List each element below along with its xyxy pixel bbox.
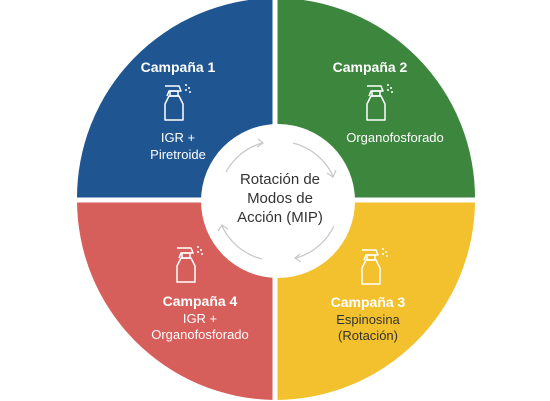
campaign-4-line1: IGR + bbox=[182, 311, 218, 326]
campaign-4-title: Campaña 4 bbox=[162, 293, 238, 309]
campaign-3-line1: Espinosina bbox=[336, 312, 400, 327]
arrow-head-3 bbox=[293, 253, 302, 263]
rotation-arrow-4 bbox=[221, 225, 263, 260]
campaign-4-line2: Organofosforado bbox=[151, 327, 249, 342]
spray-bottle-icon bbox=[176, 246, 203, 283]
spray-bottle-icon bbox=[366, 84, 393, 121]
center-title-line1: Rotación de bbox=[239, 171, 321, 188]
campaign-1-line2: Piretroide bbox=[150, 147, 206, 162]
center-title-line2: Modos de bbox=[247, 190, 313, 208]
center-title-line3: Acción (MIP) bbox=[237, 209, 323, 227]
campaign-3-title: Campaña 3 bbox=[330, 294, 406, 310]
rotation-arrow-3 bbox=[295, 225, 335, 259]
campaign-2-title: Campaña 2 bbox=[332, 59, 408, 75]
rotation-arrow-2 bbox=[292, 142, 334, 177]
rotation-arrows bbox=[217, 138, 337, 263]
center-circle bbox=[201, 124, 355, 278]
arrow-head-2 bbox=[326, 169, 337, 178]
campaign-2-line1: Organofosforado bbox=[346, 130, 444, 145]
center-title: Rotación de Modos de Acción (MIP) bbox=[210, 170, 350, 228]
spray-bottle-icon bbox=[164, 84, 191, 121]
arrow-head-4 bbox=[217, 224, 229, 232]
campaign-1-line1: IGR + bbox=[160, 130, 196, 145]
rotation-arrow-1 bbox=[225, 142, 263, 173]
spray-bottle-icon bbox=[361, 248, 388, 285]
campaign-3-line2: (Rotación) bbox=[338, 328, 398, 343]
arrow-head-1 bbox=[256, 138, 265, 148]
campaign-1-title: Campaña 1 bbox=[140, 59, 216, 75]
